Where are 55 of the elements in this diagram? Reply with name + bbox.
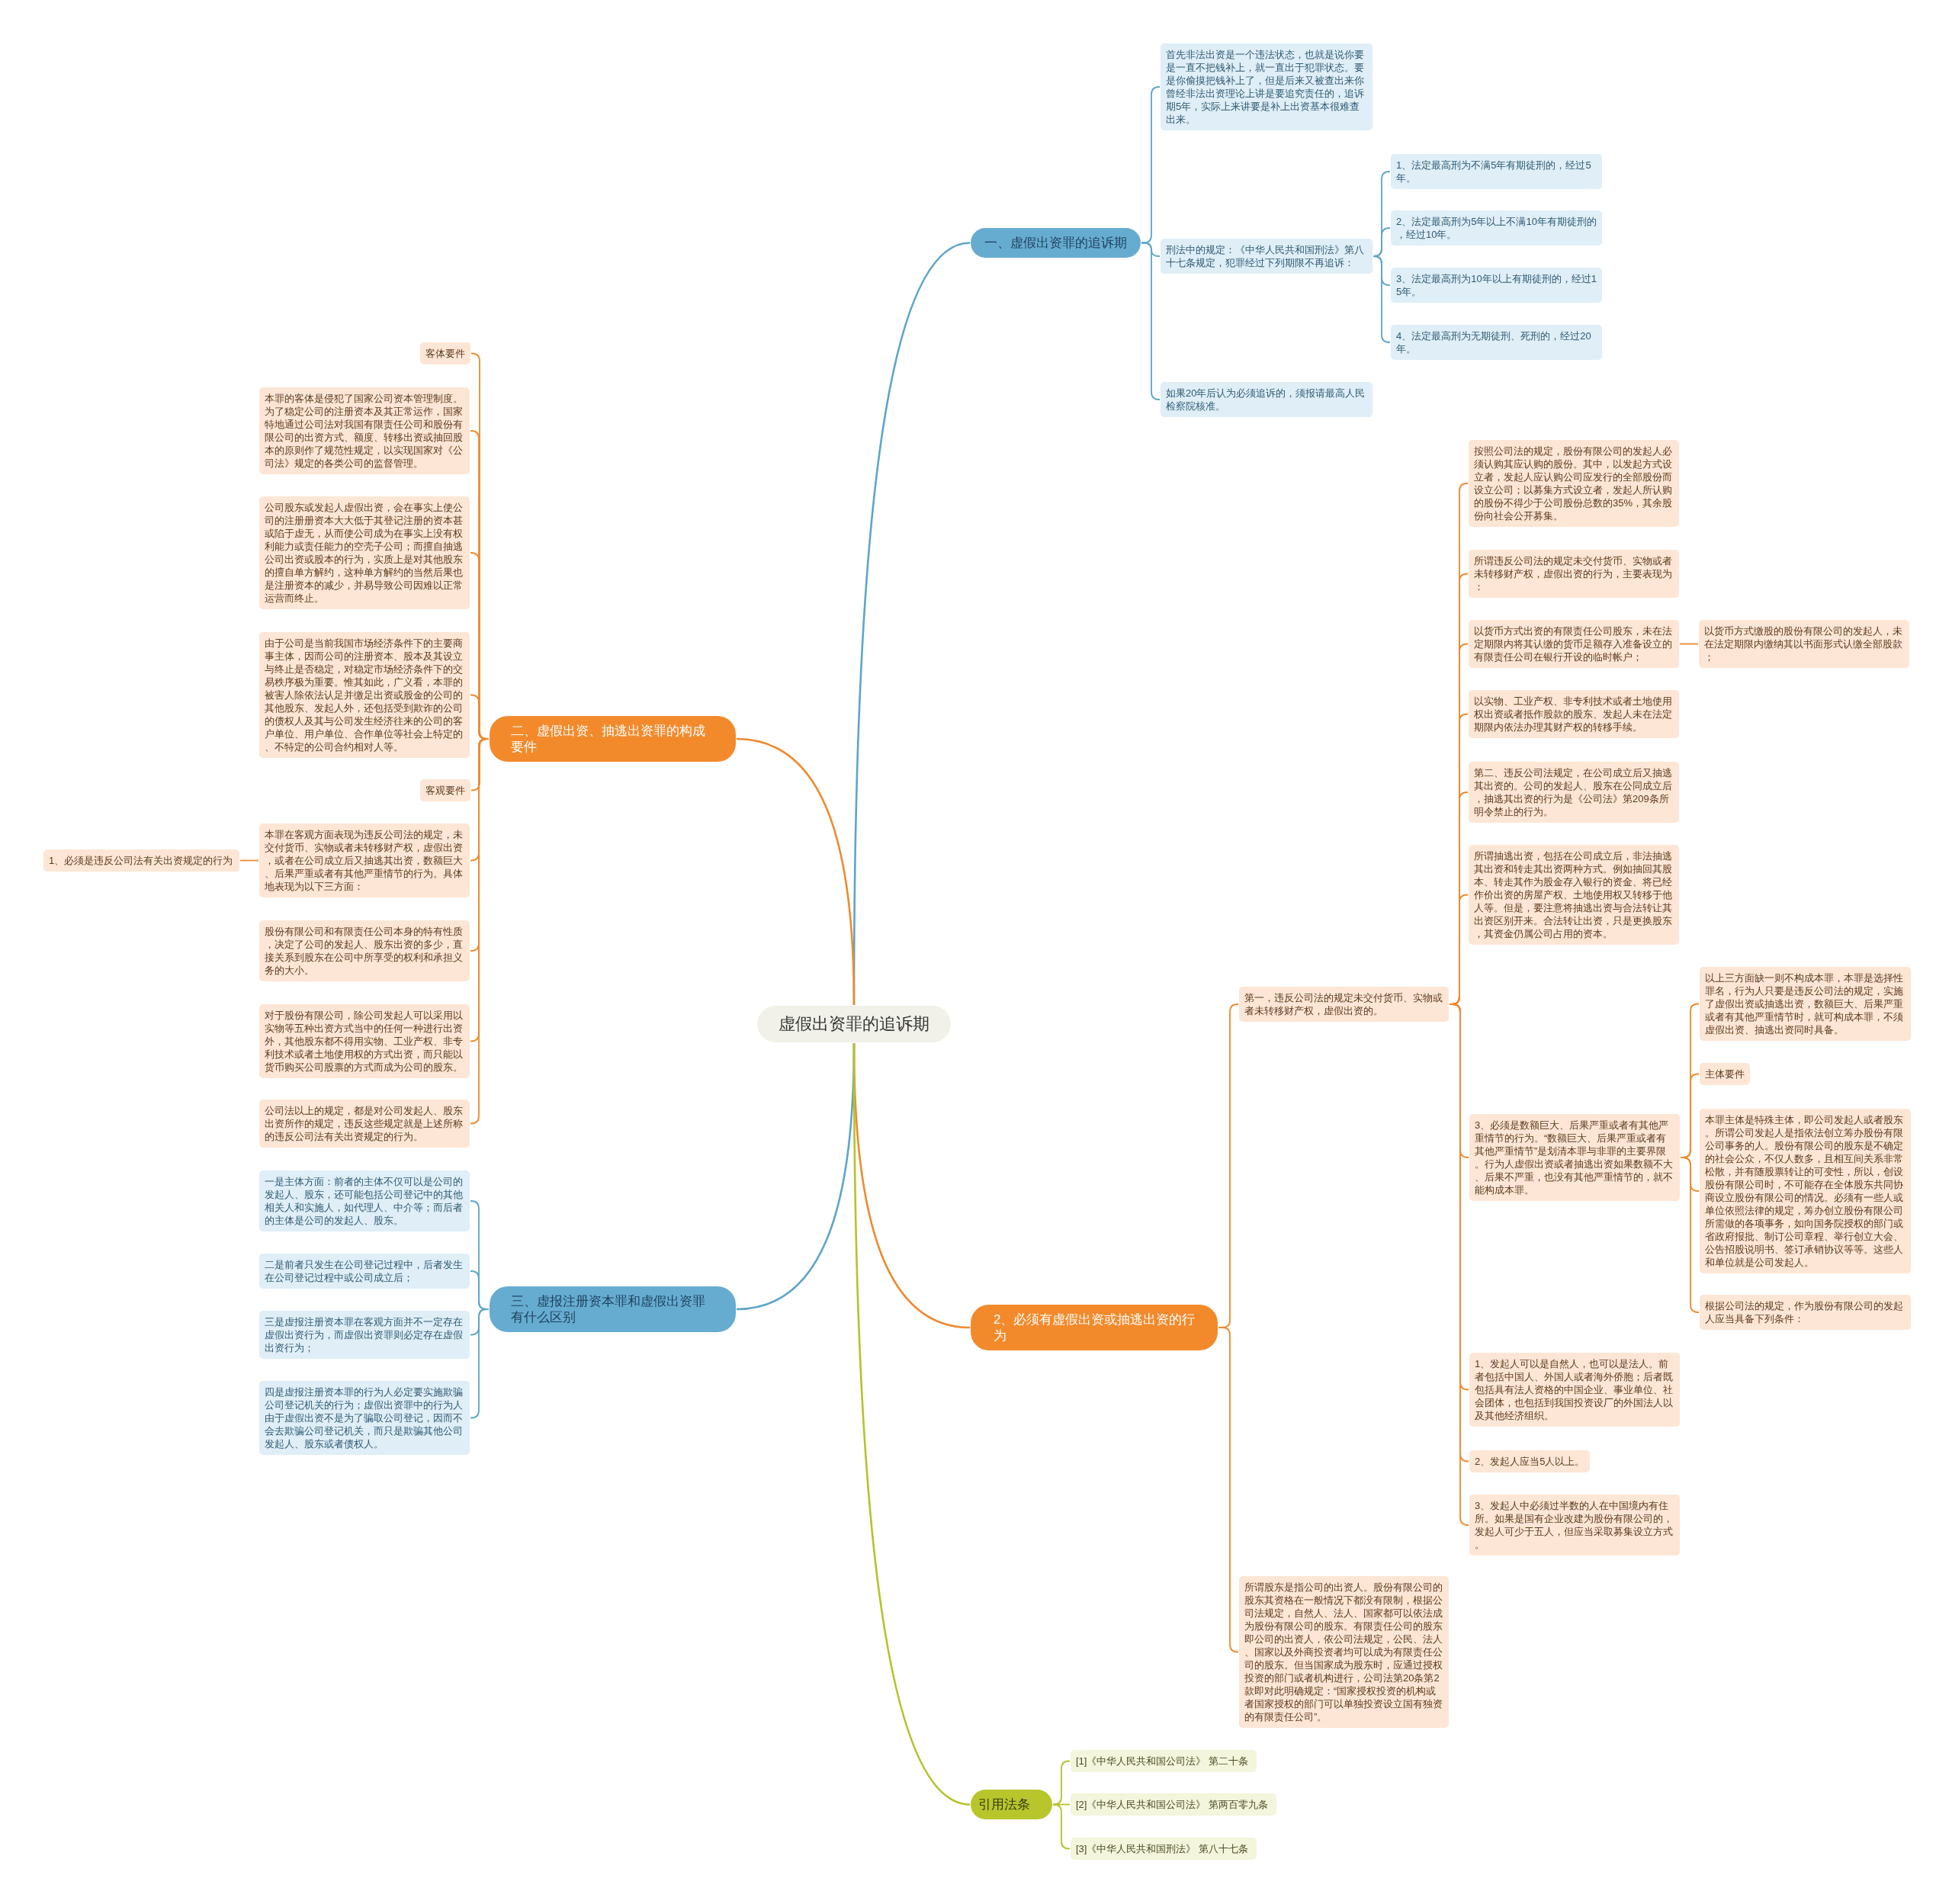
subtopic-box: 第二、违反公司法规定，在公司成立后又抽逃其出资的。公司的发起人、股东在公同成立后，抽逃其出资的行为是《公司法》第209条所明令禁止的行为。 [1469, 762, 1679, 823]
subtopic-box: 公司法以上的规定，都是对公司发起人、股东出资所作的规定，违反这些规定就是上述所称的违反公司法有关出资规定的行为。 [259, 1100, 470, 1148]
subtopic-box: 4、法定最高刑为无期徒刑、死刑的，经过20年。 [1391, 325, 1602, 360]
connector-line [1141, 242, 1161, 400]
reference-box: [2]《中华人民共和国公司法》 第两百零九条 [1071, 1793, 1276, 1816]
subtopic-box: 对于股份有限公司，除公司发起人可以采用以实物等五种出资方式当中的任何一种进行出资外，其他股东都不得用实物、工业产权、非专利技术或者土地使用权的方式出资，而只能以货币购买公司股票的方式而成为公司的股东。 [259, 1004, 470, 1078]
subtopic-box: 所谓股东是指公司的出资人。股份有限公司的股东其资格在一般情况下都没有限制，根据公司法规定，自然人、法人、国家都可以依法成为股份有限公司的股东。有限责任公司的股东即公司的出资人，依公司法规定，公民、法人、国家以及外商投资者均可以成为有限责任公司的股东。但当国家成为股东时，应通过授权投资的部门或者机构进行，公司法第20条第2款即对此明确规定：“国家授权投资的机构或者国家授权的部门可以单独投资设立国有独资的有限责任公司”。 [1239, 1576, 1449, 1728]
subtopic-box: 所谓抽逃出资，包括在公司成立后，非法抽逃其出资和转走其出资两种方式。例如抽回其股本、转走其作为股金存入银行的资金、将已经作价出资的房屋产权、土地使用权又转移于他人等。但是，要注意将抽逃出资与合法转让其出资区别开来。合法转让出资，只是更换股东，其资金仍属公司占用的资本。 [1469, 845, 1679, 945]
subtopic-box: 按照公司法的规定，股份有限公司的发起人必须认购其应认购的股份。其中，以发起方式设立者，发起人应认购公司应发行的全部股份而设立公司；以募集方式设立者，发起人所认购的股份不得少于公司股份总数的35%，其余股份向社会公开募集。 [1469, 440, 1679, 527]
main-topic: 三、虚报注册资本罪和虚假出资罪有什么区别 [490, 1286, 736, 1332]
subtopic-box: 公司股东或发起人虚假出资，会在事实上使公司的注册册资本大大低于其登记注册的资本甚或陷于虚无，从而使公司成为在事实上没有权利能力或责任能力的空壳子公司；而擅自抽逃公司出资或股本的行为，实质上是对其他股东的擅自单方解约，这种单方解约的当然后果也是注册资本的减少，并易导致公司因难以正常运营而终止。 [259, 496, 470, 609]
subtopic-box: 3、发起人中必须过半数的人在中国境内有住所。如果是国有企业改建为股份有限公司的，发起人可少于五人，但应当采取募集设立方式。 [1469, 1495, 1680, 1556]
subtopic-box: 股份有限公司和有限责任公司本身的特有性质，决定了公司的发起人、股东出资的多少，直接关系到股东在公司中所享受的权利和承担义务的大小。 [259, 920, 470, 981]
subtopic-box: 所谓违反公司法的规定未交付货币、实物或者未转移财产权，虚假出资的行为，主要表现为： [1469, 550, 1679, 598]
reference-box: [3]《中华人民共和国刑法》 第八十七条 [1071, 1838, 1257, 1860]
connector-line [852, 1043, 971, 1806]
subtopic-box: 以货币方式出资的有限责任公司股东，未在法定期限内将其认缴的货币足额存入准备设立的有限责任公司在银行开设的临时帐户； [1469, 620, 1679, 668]
subtopic-box: 主体要件 [1700, 1063, 1750, 1085]
subtopic-box: 以上三方面缺一则不构成本罪，本罪是选择性罪名，行为人只要是违反公司法的规定，实施了虚假出资或抽逃出资，数额巨大、后果严重或者有其他严重情节时，就可构成本罪，不须虚假出资、抽逃出资同时具备。 [1700, 967, 1911, 1041]
subtopic-box: 客观要件 [420, 779, 470, 801]
subtopic-box: 1、发起人可以是自然人，也可以是法人。前者包括中国人、外国人或者海外侨胞；后者既包括具有法人资格的中国企业、事业单位、社会团体，也包括到我国投资设厂的外国法人以及其他经济组织。 [1469, 1353, 1680, 1427]
subtopic-box: 客体要件 [420, 342, 470, 364]
subtopic-box: 1、必须是违反公司法有关出资规定的行为 [43, 849, 239, 872]
subtopic-box: 第一，违反公司法的规定未交付货币、实物或者未转移财产权，虚假出资的。 [1239, 987, 1449, 1022]
main-topic: 一、虚假出资罪的追诉期 [971, 228, 1141, 258]
connector-line [239, 859, 259, 862]
subtopic-box: 如果20年后认为必须追诉的，须报请最高人民检察院核准。 [1161, 382, 1372, 417]
subtopic-box: 以货币方式缴股的股份有限公司的发起人，未在法定期限内缴纳其以书面形式认缴全部股款； [1699, 620, 1909, 668]
connector-line [1052, 1803, 1071, 1850]
subtopic-box: 四是虚报注册资本罪的行为人必定要实施欺骗公司登记机关的行为；虚假出资罪中的行为人由于虚假出资不是为了骗取公司登记，因而不会去欺骗公司登记机关，而只是欺骗其他公司发起人、股东或者债权人。 [259, 1381, 470, 1455]
subtopic-box: 刑法中的规定：《中华人民共和国刑法》第八十七条规定，犯罪经过下列期限不再追诉： [1161, 239, 1372, 274]
subtopic-box: 三是虚报注册资本罪在客观方面并不一定存在虚假出资行为，而虚假出资罪则必定存在虚假出资行为； [259, 1311, 470, 1359]
subtopic-box: 根据公司法的规定，作为股份有限公司的发起人应当具备下列条件： [1700, 1295, 1911, 1330]
subtopic-box: 本罪的客体是侵犯了国家公司资本管理制度。为了稳定公司的注册资本及其正常运作，国家特地通过公司法对我国有限责任公司和股份有限公司的出资方式、额度、转移出资或抽回股本的原则作了规范性规定，以实现国家对《公司法》规定的各类公司的监督管理。 [259, 387, 470, 474]
connector-line [1372, 255, 1391, 343]
subtopic-box: 3、必须是数额巨大、后果严重或者有其他严重情节的行为。“数额巨大、后果严重或者有其他严重情节”是划清本罪与非罪的主要界限。行为人虚假出资或者抽逃出资如果数额不大、后果不严重，也没有其他严重情节的，就不能构成本罪。 [1469, 1114, 1680, 1201]
subtopic-box: 由于公司是当前我国市场经济条件下的主要商事主体，因而公司的注册资本、股本及其设立与终止是否稳定，对稳定市场经济条件下的交易秩序极为重要。惟其如此，广义看，本罪的被害人除依法认足并缴足出资或股金的公司的其他股东、发起人外，还包括受到欺诈的公司的债权人及其与公司发生经济往来的公司的客户单位、用户单位、合作单位等社会上特定的、不特定的公司合约相对人等。 [259, 632, 470, 758]
subtopic-box: 本罪在客观方面表现为违反公司法的规定，未交付货币、实物或者未转移财产权，虚假出资，或者在公司成立后又抽逃其出资，数额巨大、后果严重或者有其他严重情节的行为。具体地表现为以下三方面： [259, 824, 470, 897]
main-topic: 2、必须有虚假出资或抽逃出资的行为 [971, 1305, 1218, 1350]
subtopic-box: 2、法定最高刑为5年以上不满10年有期徒刑的，经过10年。 [1391, 210, 1602, 246]
subtopic-box: 一是主体方面：前者的主体不仅可以是公司的发起人、股东，还可能包括公司登记中的其他相关人和实施人，如代理人、中介等；而后者的主体是公司的发起人、股东。 [259, 1170, 470, 1231]
subtopic-box: 二是前者只发生在公司登记过程中，后者发生在公司登记过程中或公司成立后； [259, 1254, 470, 1289]
main-topic: 二、虚假出资、抽逃出资罪的构成要件 [490, 716, 736, 762]
central-topic: 虚假出资罪的追诉期 [757, 1006, 951, 1042]
reference-box: [1]《中华人民共和国公司法》 第二十条 [1071, 1750, 1257, 1772]
subtopic-box: 本罪主体是特殊主体，即公司发起人或者股东。所谓公司发起人是指依法创立筹办股份有限公司事务的人。股份有限公司的股东是不确定的社会公众，不仅人数多，且相互间关系非常松散，并有随股票转让的可变性，所以，创设股份有限公司时，不可能存在全体股东共同协商设立股份有限公司的情况。必须有一些人或单位依照法律的规定，筹办创立股份有限公司所需做的各项事务，如向国务院授权的部门或省政府报批、制订公司章程、举行创立大会、公告招股说明书、签订承销协议等等。这些人和单位就是公司发起人。 [1700, 1109, 1911, 1273]
subtopic-box: 1、法定最高刑为不满5年有期徒刑的，经过5年。 [1391, 154, 1602, 189]
subtopic-box: 首先非法出资是一个违法状态，也就是说你要是一直不把钱补上，就一直出于犯罪状态。要是你偷摸把钱补上了，但是后来又被查出来你曾经非法出资理论上讲是要追究责任的，追诉期5年，实际上来讲要是补上出资基本很难查出来。 [1161, 43, 1372, 130]
main-topic: 引用法条 [971, 1790, 1052, 1819]
connector-line [1052, 1760, 1071, 1806]
subtopic-box: 以实物、工业产权、非专利技术或者土地使用权出资或者抵作股款的股东、发起人未在法定期限内依法办理其财产权的转移手续。 [1469, 690, 1679, 738]
connector-line [1679, 643, 1699, 645]
subtopic-box: 2、发起人应当5人以上。 [1469, 1450, 1591, 1472]
connector-line [736, 737, 856, 1006]
subtopic-box: 3、法定最高刑为10年以上有期徒刑的，经过15年。 [1391, 268, 1602, 303]
